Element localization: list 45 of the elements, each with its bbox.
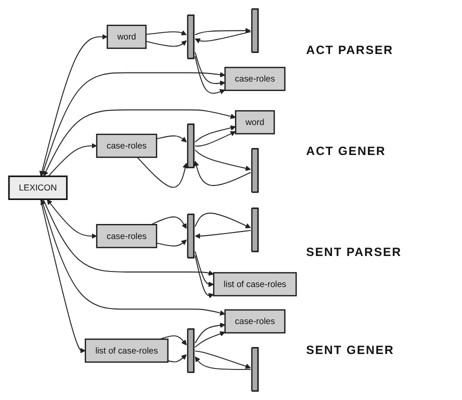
arrow (40, 199, 226, 316)
arrow (194, 212, 251, 228)
arrow (194, 149, 251, 171)
arrow (167, 354, 187, 362)
arrow (160, 335, 187, 346)
node-box: word (235, 110, 275, 134)
node-box: case-roles (96, 134, 158, 158)
node-box: case-roles (224, 66, 286, 91)
arrow (194, 331, 226, 348)
arrow (194, 56, 226, 94)
arrow (194, 131, 236, 147)
arrow (146, 40, 187, 47)
arrow (194, 28, 251, 36)
module-label: SENT GENER (306, 343, 394, 358)
node-box: word (106, 24, 147, 49)
node-box: list of case-roles (213, 272, 297, 296)
module-label: ACT GENER (306, 144, 386, 158)
node-box: case-roles (96, 224, 158, 248)
module-label: SENT PARSER (306, 244, 402, 259)
arrow (42, 198, 214, 276)
node-box: list of case-roles (84, 338, 168, 363)
arrow (194, 250, 214, 288)
node-box: case-roles (224, 309, 286, 334)
arrow (194, 160, 252, 186)
arrow (43, 109, 236, 176)
module-label: ACT PARSER (306, 42, 394, 57)
arrow (40, 198, 86, 354)
arrow (46, 199, 97, 239)
arrow (136, 156, 188, 188)
arrow (39, 34, 108, 176)
arrow (156, 240, 187, 246)
arrow (194, 125, 236, 143)
arrow (146, 30, 187, 36)
node-box: LEXICON (8, 176, 68, 200)
arrow (41, 72, 226, 177)
arrow (156, 135, 187, 142)
arrow (194, 322, 226, 344)
arrow (194, 356, 252, 370)
arrow (194, 254, 214, 298)
arrow (48, 143, 97, 177)
arrow (150, 216, 187, 229)
arrow (194, 31, 252, 44)
arrow (194, 230, 252, 239)
arrow (194, 350, 251, 369)
arrow (194, 52, 226, 86)
